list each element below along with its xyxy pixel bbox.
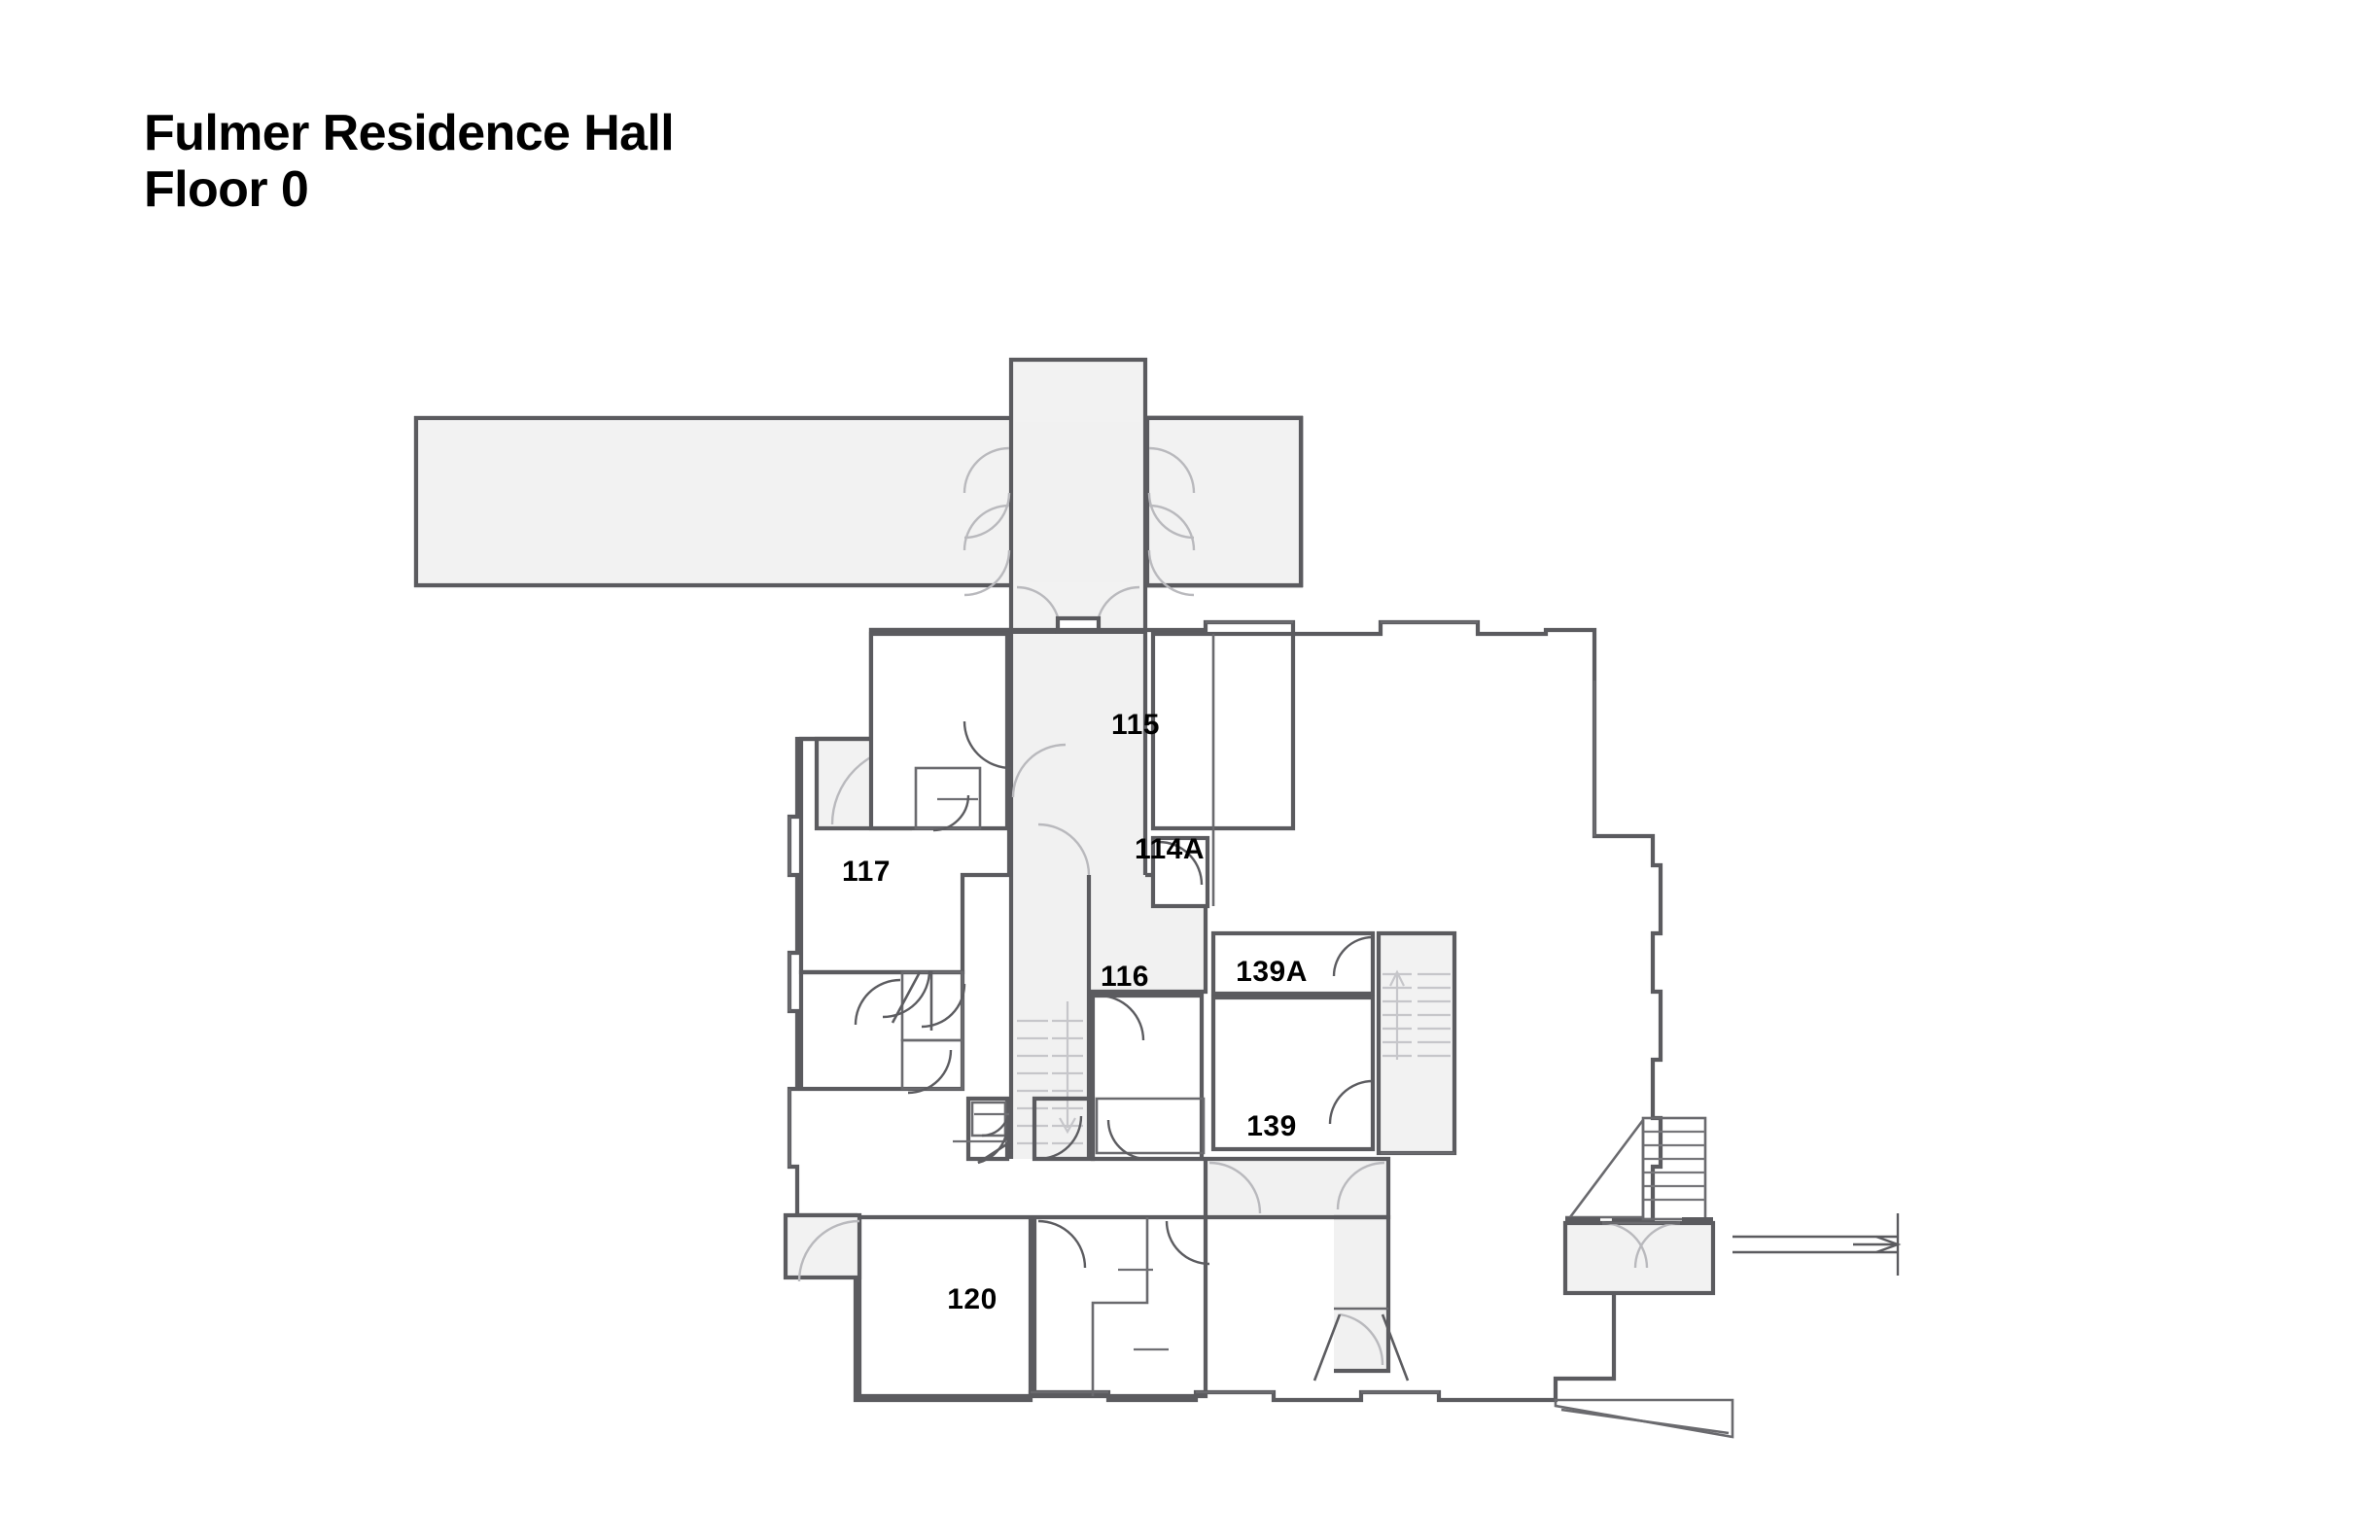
room-label-139: 139 — [1246, 1110, 1297, 1142]
central-corridor-stub — [1008, 357, 1148, 635]
east-open-area — [1211, 634, 1596, 906]
north-wing-bar-segment-right — [1144, 415, 1304, 588]
room-139 — [1210, 995, 1376, 1152]
room-label-117: 117 — [842, 856, 891, 888]
lower-corridor-link — [1203, 1156, 1391, 1374]
bar-door-arcs-west — [962, 446, 1011, 597]
room-115 — [1150, 631, 1296, 831]
room-139A — [1210, 930, 1376, 997]
room-label-114A: 114A — [1135, 833, 1205, 865]
south-exit-doors — [1312, 1307, 1410, 1382]
room-labels: 115 114A 117 116 139A 139 120 — [842, 709, 1308, 1315]
exterior-stair-east — [1565, 1116, 1707, 1222]
room-label-115: 115 — [1111, 709, 1160, 741]
title-block: Fulmer Residence Hall Floor 0 — [144, 105, 675, 219]
bar-door-arcs-east — [1147, 446, 1196, 597]
exterior-ramp-south — [1554, 1398, 1734, 1439]
room-label-120: 120 — [947, 1283, 998, 1315]
sw-alcove — [783, 1212, 862, 1282]
floor-subtitle: Floor 0 — [144, 161, 309, 219]
mid-small-rooms-2 — [1032, 1096, 1206, 1162]
mid-small-rooms — [953, 1096, 1012, 1165]
room-116 — [1090, 993, 1205, 1162]
closet-117 — [914, 766, 982, 832]
corridor-door-arcs — [962, 720, 1091, 876]
room-label-116: 116 — [1101, 961, 1149, 993]
room-114A — [1150, 835, 1210, 909]
main-stair-west — [1015, 879, 1085, 1157]
room-117 — [798, 627, 1012, 975]
room-label-139A: 139A — [1236, 956, 1308, 988]
entry-vestibule-east — [1562, 1217, 1716, 1296]
south-center-rooms — [1032, 1214, 1210, 1399]
west-rooms-block — [798, 969, 966, 1095]
section-marker-east — [1732, 1213, 1902, 1276]
page-title: Fulmer Residence Hall — [144, 105, 675, 161]
room-120 — [857, 1214, 1033, 1399]
main-stair-east — [1376, 930, 1457, 1156]
